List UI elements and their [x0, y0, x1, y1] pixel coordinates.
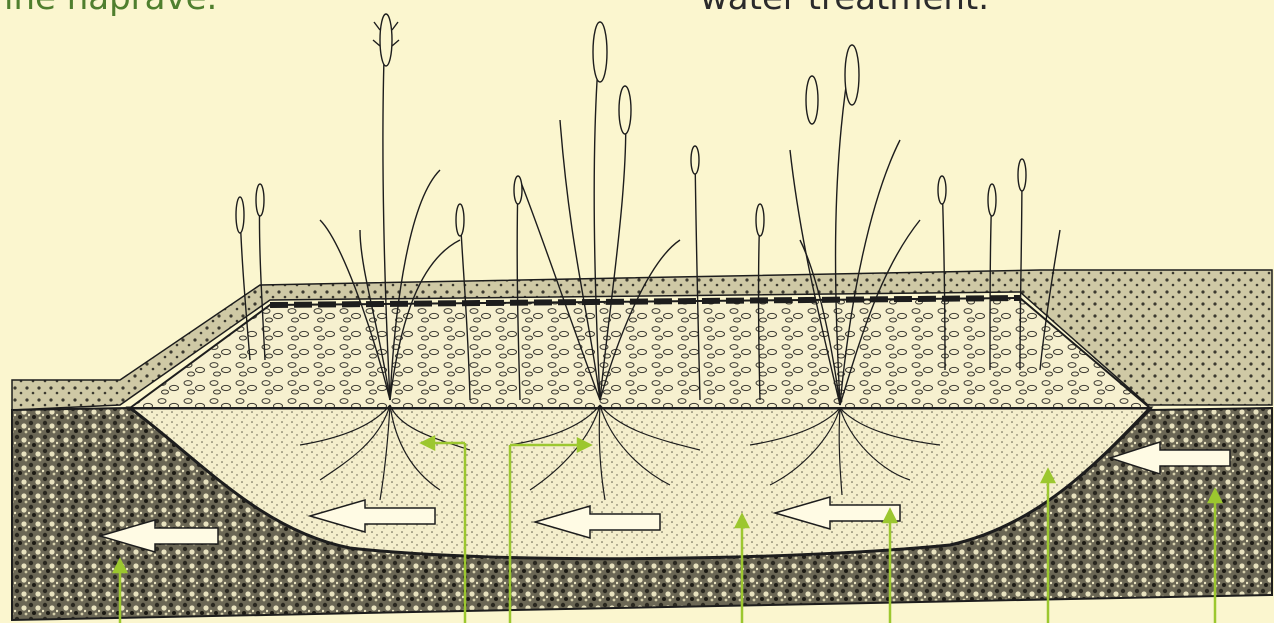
- gravel-surface: [130, 298, 1150, 408]
